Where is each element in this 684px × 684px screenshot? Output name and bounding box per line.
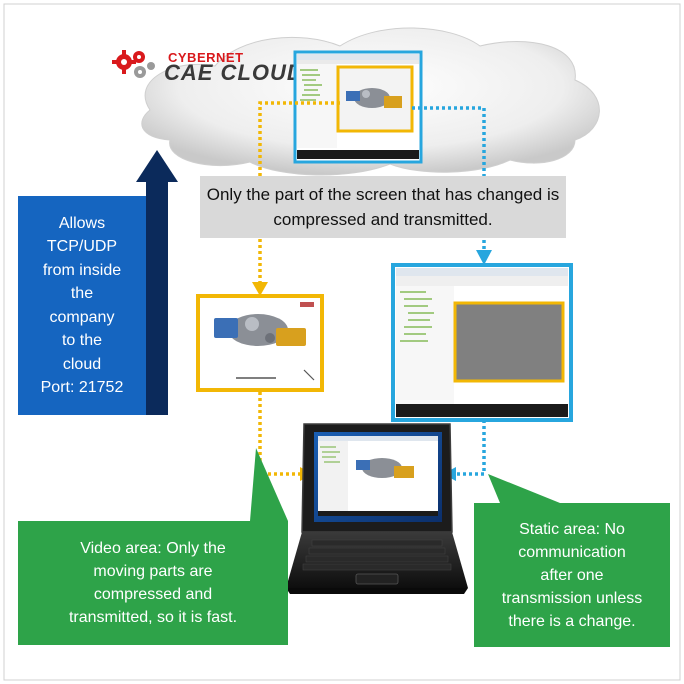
firewall-line: Allows	[58, 214, 106, 232]
note-banner: Only the part of the screen that has cha…	[200, 176, 566, 238]
note-text: Only the part of the screen that has cha…	[206, 185, 560, 229]
firewall-callout: Allows TCP/UDP from inside the company t…	[18, 196, 146, 415]
static-area-panel	[391, 263, 573, 422]
video-callout-line: Video area: Only the	[80, 540, 226, 557]
static-callout-line: there is a change.	[508, 612, 636, 630]
video-callout-line: moving parts are	[93, 563, 213, 580]
static-callout-line: Static area: No	[519, 520, 625, 538]
model-thumbnail	[346, 88, 402, 108]
static-area-callout: Static area: No communication after one …	[474, 503, 670, 647]
video-callout-pointer	[250, 448, 288, 521]
engine-model-icon	[214, 314, 306, 346]
static-callout-line: communication	[518, 543, 626, 561]
blue-arrowhead-down	[476, 250, 492, 265]
brand-logo: CYBERNET CAE CLOUD	[112, 50, 304, 85]
static-callout-line: transmission unless	[501, 589, 643, 607]
video-area-panel	[196, 294, 324, 392]
firewall-line: company	[49, 308, 115, 326]
firewall-line: from inside	[42, 261, 122, 279]
frame-border	[3, 3, 681, 681]
yellow-arrowhead-down	[252, 282, 268, 296]
gear-icon	[112, 50, 155, 78]
firewall-line: Port: 21752	[40, 379, 124, 396]
cloud-server-screen	[293, 50, 423, 164]
video-callout-line: transmitted, so it is fast.	[68, 609, 238, 626]
static-callout-line: after one	[540, 566, 604, 584]
firewall-line: cloud	[62, 355, 102, 373]
firewall-line: to the	[61, 332, 102, 349]
brand-line-2: CAE CLOUD	[164, 60, 304, 85]
video-area-callout: Video area: Only the moving parts are co…	[18, 521, 288, 645]
firewall-line: the	[70, 285, 94, 302]
blue-connector	[412, 106, 486, 476]
static-callout-pointer	[488, 474, 560, 503]
laptop-icon	[286, 423, 468, 594]
video-callout-line: compressed and	[93, 586, 213, 603]
firewall-line: TCP/UDP	[46, 238, 118, 255]
brand-line-1: CYBERNET	[168, 50, 244, 65]
upload-arrow	[136, 150, 178, 415]
